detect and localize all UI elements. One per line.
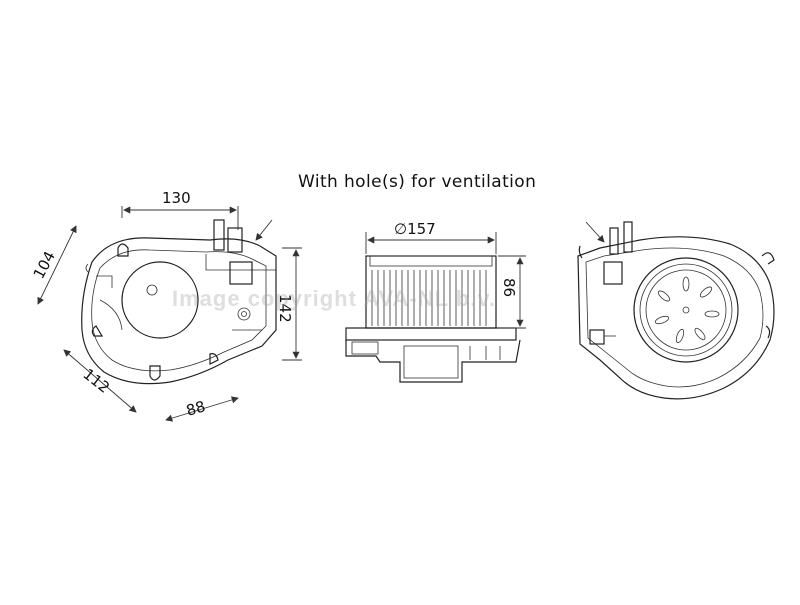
- right-view-housing: [577, 221, 775, 400]
- dimension-top-width: 130: [121, 189, 239, 230]
- dim-label-142: 142: [276, 294, 294, 323]
- dimension-left-diagonal: 104: [30, 225, 77, 305]
- dimension-height-right: 86: [498, 255, 526, 329]
- dim-label-130: 130: [162, 189, 191, 207]
- dim-label-104: 104: [30, 248, 59, 282]
- dimension-diameter: ∅157: [365, 220, 497, 254]
- ventilation-arrow-right: [585, 221, 605, 243]
- left-view-housing: [81, 219, 277, 385]
- dimension-bottom: 88: [165, 396, 239, 422]
- copyright-watermark: Image copyright AVA-NL b.v.: [172, 286, 497, 311]
- center-view-side: [345, 255, 521, 383]
- dimension-height-left: 142: [276, 247, 302, 361]
- ventilation-arrow-left: [255, 219, 273, 241]
- ventilation-caption: With hole(s) for ventilation: [298, 172, 537, 192]
- motor-vent-holes: [654, 276, 720, 344]
- dim-label-112: 112: [80, 365, 114, 397]
- fan-blades-side: [371, 270, 487, 326]
- dim-label-86: 86: [500, 278, 518, 297]
- dim-label-88: 88: [184, 397, 207, 420]
- dim-label-diameter-157: ∅157: [394, 220, 436, 238]
